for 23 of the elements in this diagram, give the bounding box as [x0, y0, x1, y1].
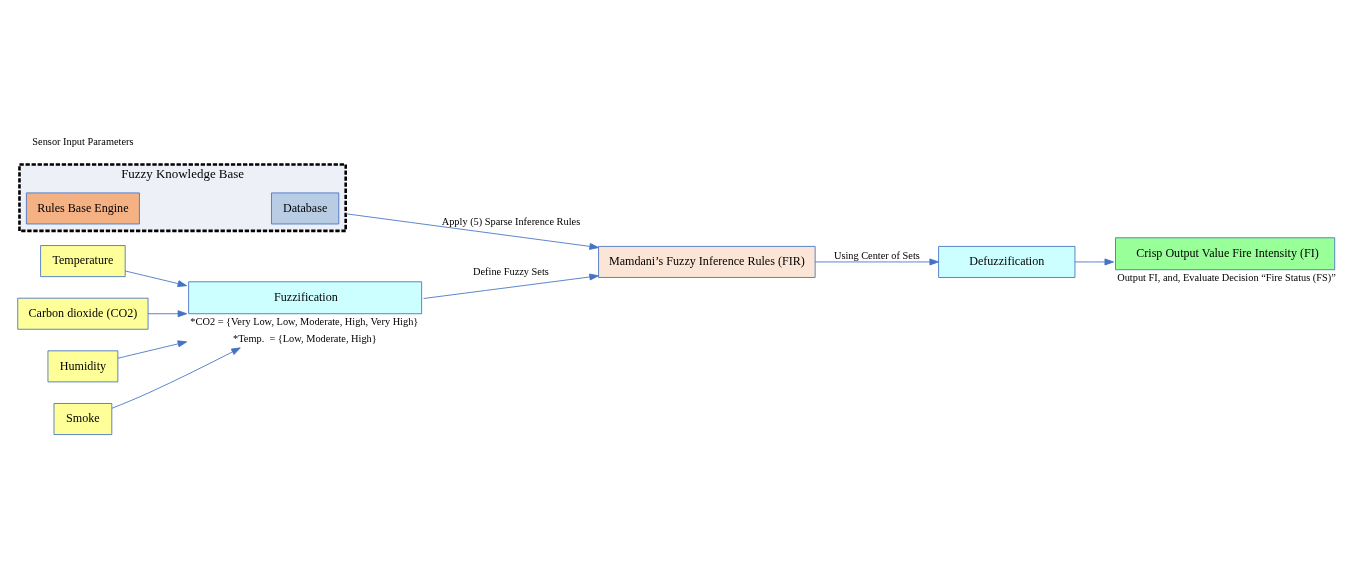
- node-box: Humidity: [47, 350, 119, 383]
- arrow: [111, 347, 241, 409]
- arrow: [1074, 258, 1114, 266]
- node-label: Output FI, and, Evaluate Decision “Fire Status (FS)”: [1117, 272, 1336, 284]
- arrow: [345, 213, 599, 250]
- arrow: [124, 270, 188, 287]
- arrow: [117, 340, 188, 359]
- arrow: [147, 310, 188, 318]
- node-label: *CO2 = {Very Low, Low, Moderate, High, Very High}: [190, 316, 419, 328]
- edge-label: Define Fuzzy Sets: [473, 266, 549, 278]
- node-box: Temperature: [40, 245, 126, 278]
- node-box: Carbon dioxide (CO2): [17, 297, 149, 330]
- node-box: Database: [271, 192, 340, 225]
- arrow: [814, 258, 939, 266]
- node-label: *Temp. = {Low, Moderate, High}: [233, 332, 377, 344]
- label: Sensor Input Parameters: [32, 135, 134, 147]
- node-box: Defuzzification: [938, 246, 1076, 278]
- node-box: Mamdani’s Fuzzy Inference Rules (FIR): [598, 246, 816, 278]
- edge-label: Using Center of Sets: [833, 250, 920, 262]
- node-box: Smoke: [53, 403, 113, 435]
- node-box: Rules Base Engine: [25, 192, 140, 225]
- edge-label: Apply (5) Sparse Inference Rules: [441, 215, 581, 227]
- arrow: [423, 273, 599, 299]
